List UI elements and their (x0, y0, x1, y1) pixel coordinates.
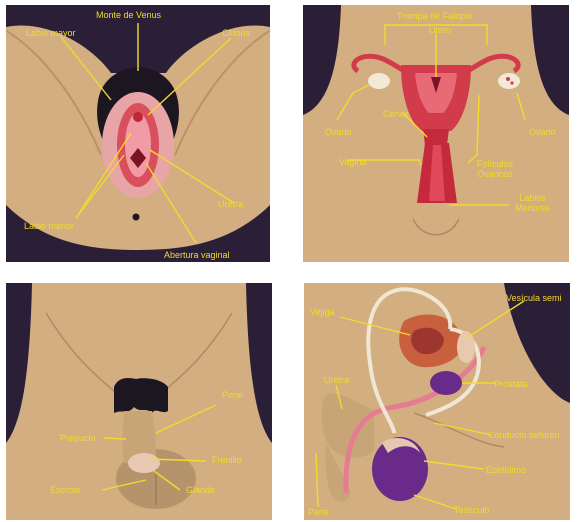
label-ovary-left: Ovario (325, 127, 352, 137)
label-epididymis: Epidídimo (486, 465, 526, 475)
label-frenulum: Frenillo (212, 455, 242, 465)
label-vaginal-opening: Abertura vaginal (164, 250, 230, 260)
label-cervix: Cérvix (383, 109, 409, 119)
label-vagina: Vagina (339, 157, 366, 167)
penis-external-illustration (6, 283, 272, 520)
label-labia-minor: Labio menor (24, 221, 74, 231)
vulva-panel: Monte de Venus Labio mayor Clítoris Labi… (6, 5, 270, 262)
male-internal-panel: Vejiga Vesícula semi Uretra Próstata Con… (304, 283, 570, 520)
label-follicles: Folículos Ovaricos (477, 159, 513, 179)
label-labia-major: Labio mayor (26, 28, 76, 38)
label-testicle: Testículo (454, 505, 490, 515)
label-foreskin: Prepucio (60, 433, 96, 443)
label-ovary-right: Ovario (529, 127, 556, 137)
male-internal-illustration (304, 283, 570, 520)
label-scrotum: Escroto (50, 485, 81, 495)
label-vas-deferens: Conducto deferen (488, 430, 560, 440)
label-seminal-vesicle: Vesícula semi (506, 293, 562, 303)
label-clitoris: Clítoris (222, 28, 250, 38)
label-urethra-male: Uretra (324, 375, 349, 385)
label-bladder: Vejiga (310, 307, 335, 317)
label-prostate: Próstata (494, 379, 528, 389)
label-uterus: Útero (429, 25, 451, 35)
label-penis-external: Pene (222, 390, 243, 400)
female-internal-panel: Trompa de Falopio Útero Ovario Ovario Cé… (303, 5, 569, 262)
label-mons-venus: Monte de Venus (96, 10, 161, 20)
label-fallopian-tube: Trompa de Falopio (397, 11, 472, 21)
penis-external-panel: Pene Prepucio Frenillo Escroto Glande (6, 283, 272, 520)
label-glans: Glande (186, 485, 215, 495)
label-urethra: Uretra (218, 199, 243, 209)
label-penis-male: Pene (308, 507, 329, 517)
label-labia-internal: Labios Menores (515, 193, 550, 213)
